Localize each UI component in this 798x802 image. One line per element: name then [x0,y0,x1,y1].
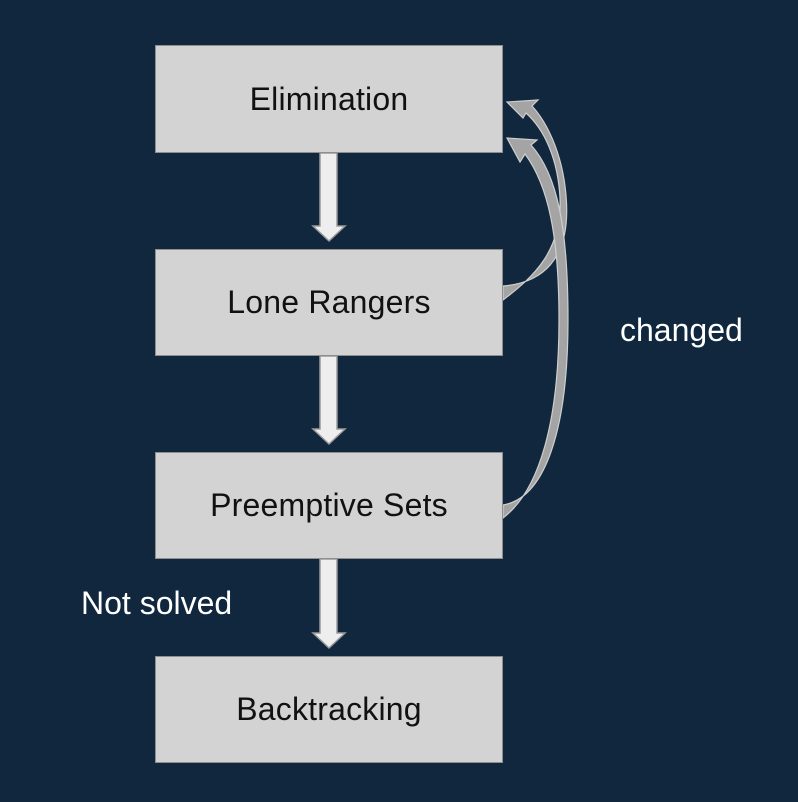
arrow-preemptive-sets-to-backtracking [311,558,347,650]
step-lone-rangers-label: Lone Rangers [227,284,431,320]
arrow-elimination-to-lone-rangers [311,152,347,243]
step-lone-rangers: Lone Rangers [155,249,503,356]
loop-arrow-preemptive-sets-to-elimination [502,137,569,520]
step-backtracking-label: Backtracking [236,691,422,727]
arrow-lone-rangers-to-preemptive-sets [311,355,347,446]
step-elimination-label: Elimination [249,80,409,117]
step-backtracking: Backtracking [155,656,503,763]
step-elimination: Elimination [155,45,503,153]
step-preemptive-sets: Preemptive Sets [155,452,503,559]
exit-label: Not solved [81,585,233,621]
step-preemptive-sets-label: Preemptive Sets [210,487,448,523]
loop-label: changed [620,312,743,348]
